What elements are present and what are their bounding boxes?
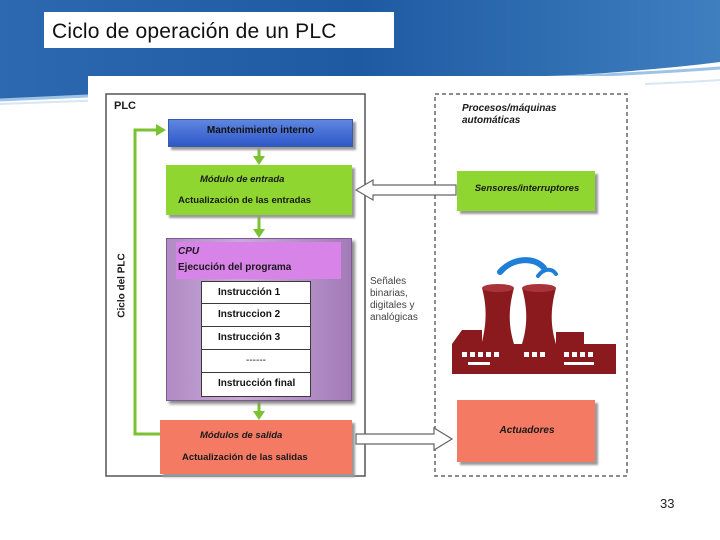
output-module-block (160, 420, 352, 474)
instruction-row: Instruccion 2 (201, 304, 311, 327)
plc-label: PLC (114, 100, 136, 112)
factory-cooling-tower-icon (452, 257, 616, 374)
actuators-label: Actuadores (499, 425, 555, 436)
slide-title: Ciclo de operación de un PLC (52, 20, 337, 43)
output-module-title: Módulos de salida (200, 430, 283, 441)
cycle-label: Ciclo del PLC (116, 253, 128, 318)
maintenance-block (168, 119, 353, 147)
maintenance-label: Mantenimiento interno (206, 125, 315, 136)
plc-cycle-diagram: PLC Ciclo del PLC Mantenimiento interno … (88, 76, 645, 490)
process-title: Procesos/máquinas automáticas (462, 103, 557, 126)
instruction-row: Instrucción 3 (201, 327, 311, 350)
signals-label: Señales binarias, digitales y analógicas (370, 276, 418, 323)
cpu-subtitle: Ejecución del programa (178, 262, 292, 273)
sensors-label: Sensores/interruptores (474, 183, 580, 194)
output-module-subtitle: Actualización de las salidas (182, 452, 308, 463)
instruction-row: ------ (201, 350, 311, 373)
input-module-block (166, 165, 352, 215)
input-module-subtitle: Actualización de las entradas (178, 195, 312, 206)
instruction-row: Instrucción 1 (201, 281, 311, 304)
sensors-block (457, 171, 595, 211)
actuators-block (457, 400, 595, 462)
page-number: 33 (660, 496, 675, 511)
diagram-lines (105, 93, 628, 477)
instruction-row: Instrucción final (201, 373, 311, 397)
cpu-title: CPU (178, 246, 200, 257)
input-module-title: Módulo de entrada (200, 174, 285, 185)
cpu-header-band (176, 242, 341, 279)
